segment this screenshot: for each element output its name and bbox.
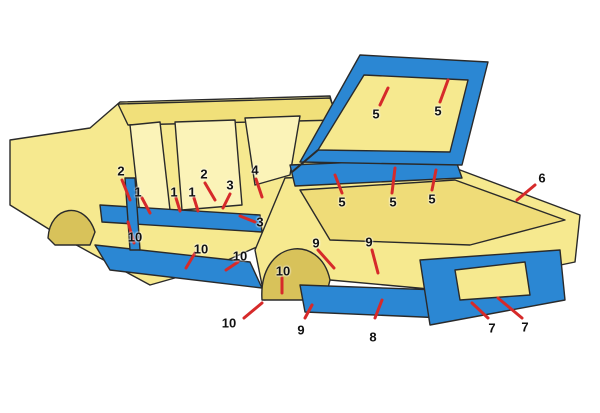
- arrow-4: [254, 177, 264, 199]
- arrow-5d: [390, 166, 397, 195]
- callout-number: 7: [521, 319, 529, 335]
- callout-number: 3: [256, 214, 264, 230]
- arrow-10e: [242, 301, 264, 320]
- arrow-5b: [438, 78, 450, 104]
- hood-prop-rod: [291, 149, 319, 173]
- front-door-opening: [174, 119, 243, 211]
- arrow-5e: [430, 168, 438, 192]
- callout-number: 8: [369, 329, 377, 345]
- arrow-9a: [316, 248, 336, 270]
- callout-number: 10: [232, 248, 248, 264]
- callout-number: 10: [127, 229, 143, 245]
- arrow-10b: [184, 251, 197, 270]
- callout-number: 4: [251, 162, 259, 178]
- callout-number: 10: [193, 241, 209, 257]
- arrow-5c: [333, 173, 344, 195]
- callout-number: 9: [365, 234, 373, 250]
- callout-number: 5: [389, 194, 397, 210]
- arrow-3a: [221, 192, 232, 210]
- arrow-1a: [140, 196, 152, 215]
- callout-number: 3: [226, 177, 234, 193]
- arrow-1c: [192, 196, 200, 213]
- arrow-1b: [174, 196, 182, 213]
- callout-number: 9: [312, 235, 320, 251]
- callout-number: 2: [200, 166, 208, 182]
- arrow-8: [373, 298, 384, 320]
- arrow-7a: [470, 301, 490, 320]
- arrow-6: [515, 183, 537, 202]
- arrow-10a: [126, 220, 136, 245]
- arrow-3b: [238, 214, 257, 224]
- arrow-2a: [120, 178, 132, 202]
- windshield-opening: [244, 115, 301, 186]
- callout-number: 7: [488, 320, 496, 336]
- callout-number: 5: [428, 191, 436, 207]
- arrow-2b: [203, 181, 217, 202]
- callout-number: 5: [434, 103, 442, 119]
- arrow-5a: [378, 86, 390, 107]
- callout-number: 10: [275, 263, 291, 279]
- callout-number: 5: [372, 106, 380, 122]
- hood-inner: [317, 74, 469, 153]
- callout-number: 2: [117, 163, 125, 179]
- arrow-10c: [224, 260, 240, 272]
- arrow-9c: [303, 303, 314, 320]
- callout-number: 5: [338, 194, 346, 210]
- callout-number: 1: [188, 184, 196, 200]
- callout-number: 6: [538, 170, 546, 186]
- callout-number: 1: [170, 184, 178, 200]
- arrow-7b: [496, 296, 524, 320]
- arrow-9b: [370, 248, 380, 275]
- rear-wheel-arch: [47, 209, 96, 246]
- engine-bay: [299, 179, 566, 246]
- callout-number: 10: [221, 315, 237, 331]
- callout-arrows: [120, 78, 537, 320]
- callout-number: 1: [134, 184, 142, 200]
- callout-number: 9: [297, 322, 305, 338]
- radiator-opening: [454, 261, 531, 301]
- front-rail-cavity: [299, 284, 446, 319]
